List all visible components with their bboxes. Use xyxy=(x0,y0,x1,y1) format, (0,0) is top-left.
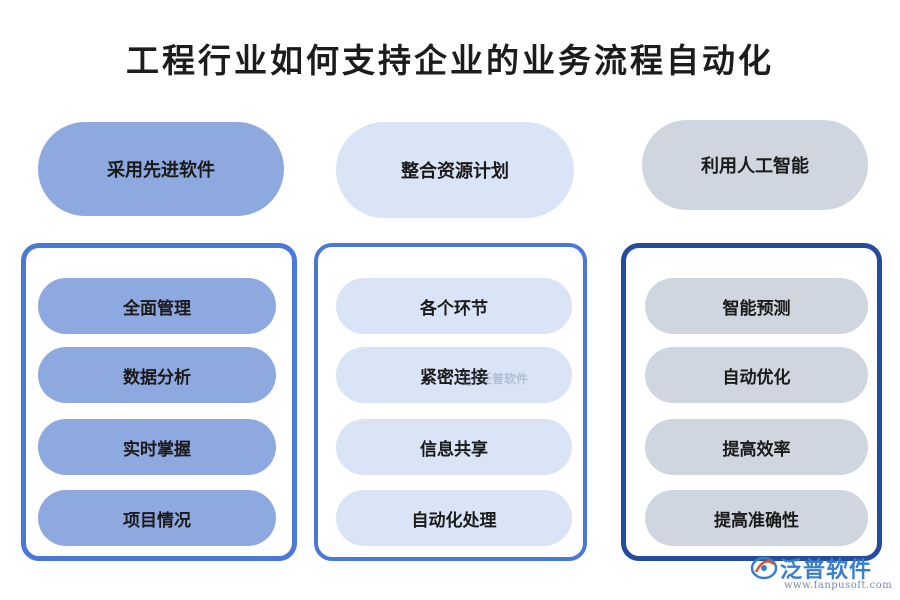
brand-name: 泛普软件 xyxy=(780,558,873,583)
list-item: 提高效率 xyxy=(645,419,868,475)
list-item: 智能预测 xyxy=(645,278,868,334)
list-item: 各个环节 xyxy=(336,278,572,334)
list-item: 数据分析 xyxy=(38,347,276,403)
watermark-center: 泛普软件 xyxy=(462,370,528,387)
diagram-title: 工程行业如何支持企业的业务流程自动化 xyxy=(126,41,774,80)
list-item: 自动优化 xyxy=(645,347,868,403)
list-item: 提高准确性 xyxy=(645,490,868,546)
list-item: 信息共享 xyxy=(336,419,572,475)
brand-logo: 泛普软件 www.fanpusoft.com xyxy=(750,552,893,596)
watermark-logo-icon xyxy=(462,371,476,386)
brand-logo-icon xyxy=(750,556,778,580)
list-item: 项目情况 xyxy=(38,490,276,546)
column-header-ai: 利用人工智能 xyxy=(642,120,868,210)
list-item: 实时掌握 xyxy=(38,419,276,475)
list-item: 全面管理 xyxy=(38,278,276,334)
list-item: 紧密连接 xyxy=(336,347,572,403)
brand-url: www.fanpusoft.com xyxy=(784,580,893,591)
list-item: 自动化处理 xyxy=(336,490,572,546)
column-header-resource-planning: 整合资源计划 xyxy=(336,122,574,218)
column-header-software: 采用先进软件 xyxy=(38,122,284,216)
watermark-center-text: 泛普软件 xyxy=(480,372,529,386)
